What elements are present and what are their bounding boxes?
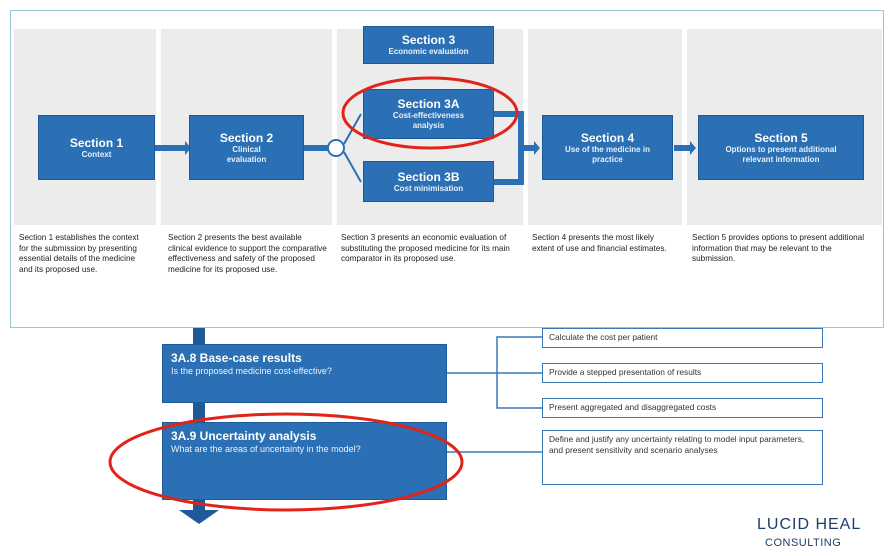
section-1-box: Section 1 Context xyxy=(38,115,155,180)
step-3a8-title: 3A.8 Base-case results xyxy=(171,351,302,365)
section-3-box: Section 3 Economic evaluation xyxy=(363,26,494,64)
section-5-subtitle: Options to present additional relevant i… xyxy=(725,144,837,164)
flow-arrow-head xyxy=(179,510,219,524)
step-3a8-box: 3A.8 Base-case results Is the proposed m… xyxy=(162,344,447,403)
section-3b-subtitle: Cost minimisation xyxy=(393,183,464,193)
branch-node xyxy=(327,139,345,157)
section-3a-title: Section 3A xyxy=(397,97,460,111)
section-5-description: Section 5 provides options to present ad… xyxy=(692,233,865,263)
section-5-title: Section 5 xyxy=(754,130,808,145)
section-4-description: Section 4 presents the most likely exten… xyxy=(532,233,667,253)
section-3-subtitle: Economic evaluation xyxy=(388,47,469,56)
section-4-box: Section 4 Use of the medicine in practic… xyxy=(542,115,673,180)
section-1-title: Section 1 xyxy=(69,135,124,150)
section-3-title: Section 3 xyxy=(401,33,456,47)
section-overview-panel: Section 1 Context Section 2 Clinical eva… xyxy=(10,10,884,328)
highlight-ellipse-3a xyxy=(341,76,519,150)
flow-connectors xyxy=(154,111,696,185)
task-aggregated-costs: Present aggregated and disaggregated cos… xyxy=(542,398,823,418)
section-3a-box: Section 3A Cost-effectiveness analysis xyxy=(363,89,494,139)
arrow-4-5 xyxy=(674,141,696,155)
company-logo-subtext: CONSULTING xyxy=(765,537,842,549)
section-4-title: Section 4 xyxy=(580,130,635,145)
section-2-title: Section 2 xyxy=(219,130,274,145)
arrow-1-2 xyxy=(154,141,191,155)
section-5-box: Section 5 Options to present additional … xyxy=(698,115,864,180)
step-3a8-question: Is the proposed medicine cost-effective? xyxy=(171,366,332,376)
step-3a9-box: 3A.9 Uncertainty analysis What are the a… xyxy=(162,422,447,500)
section-1-subtitle: Context xyxy=(81,149,112,159)
section-3b-title: Section 3B xyxy=(397,169,460,184)
section-4-subtitle: Use of the medicine in practice xyxy=(565,144,650,164)
arrow-3-4 xyxy=(521,141,540,155)
section-2-subtitle: Clinical evaluation xyxy=(226,144,267,164)
task-stepped-presentation: Provide a stepped presentation of result… xyxy=(542,363,823,383)
section-3-description: Section 3 presents an economic evaluatio… xyxy=(341,233,510,263)
step-3a9-question: What are the areas of uncertainty in the… xyxy=(171,444,361,454)
company-logo-text: LUCID HEAL xyxy=(757,516,862,533)
section-1-description: Section 1 establishes the context for th… xyxy=(19,233,139,274)
section-3b-box: Section 3B Cost minimisation xyxy=(363,161,494,202)
section-3a-subtitle: Cost-effectiveness analysis xyxy=(392,111,465,130)
branch-line-3b xyxy=(343,151,362,183)
section-2-box: Section 2 Clinical evaluation xyxy=(189,115,304,180)
task-uncertainty-definition: Define and justify any uncertainty relat… xyxy=(542,430,823,485)
section-2-description: Section 2 presents the best available cl… xyxy=(168,233,327,274)
step-3a9-title: 3A.9 Uncertainty analysis xyxy=(171,429,317,443)
task-calculate-cost: Calculate the cost per patient xyxy=(542,328,823,348)
